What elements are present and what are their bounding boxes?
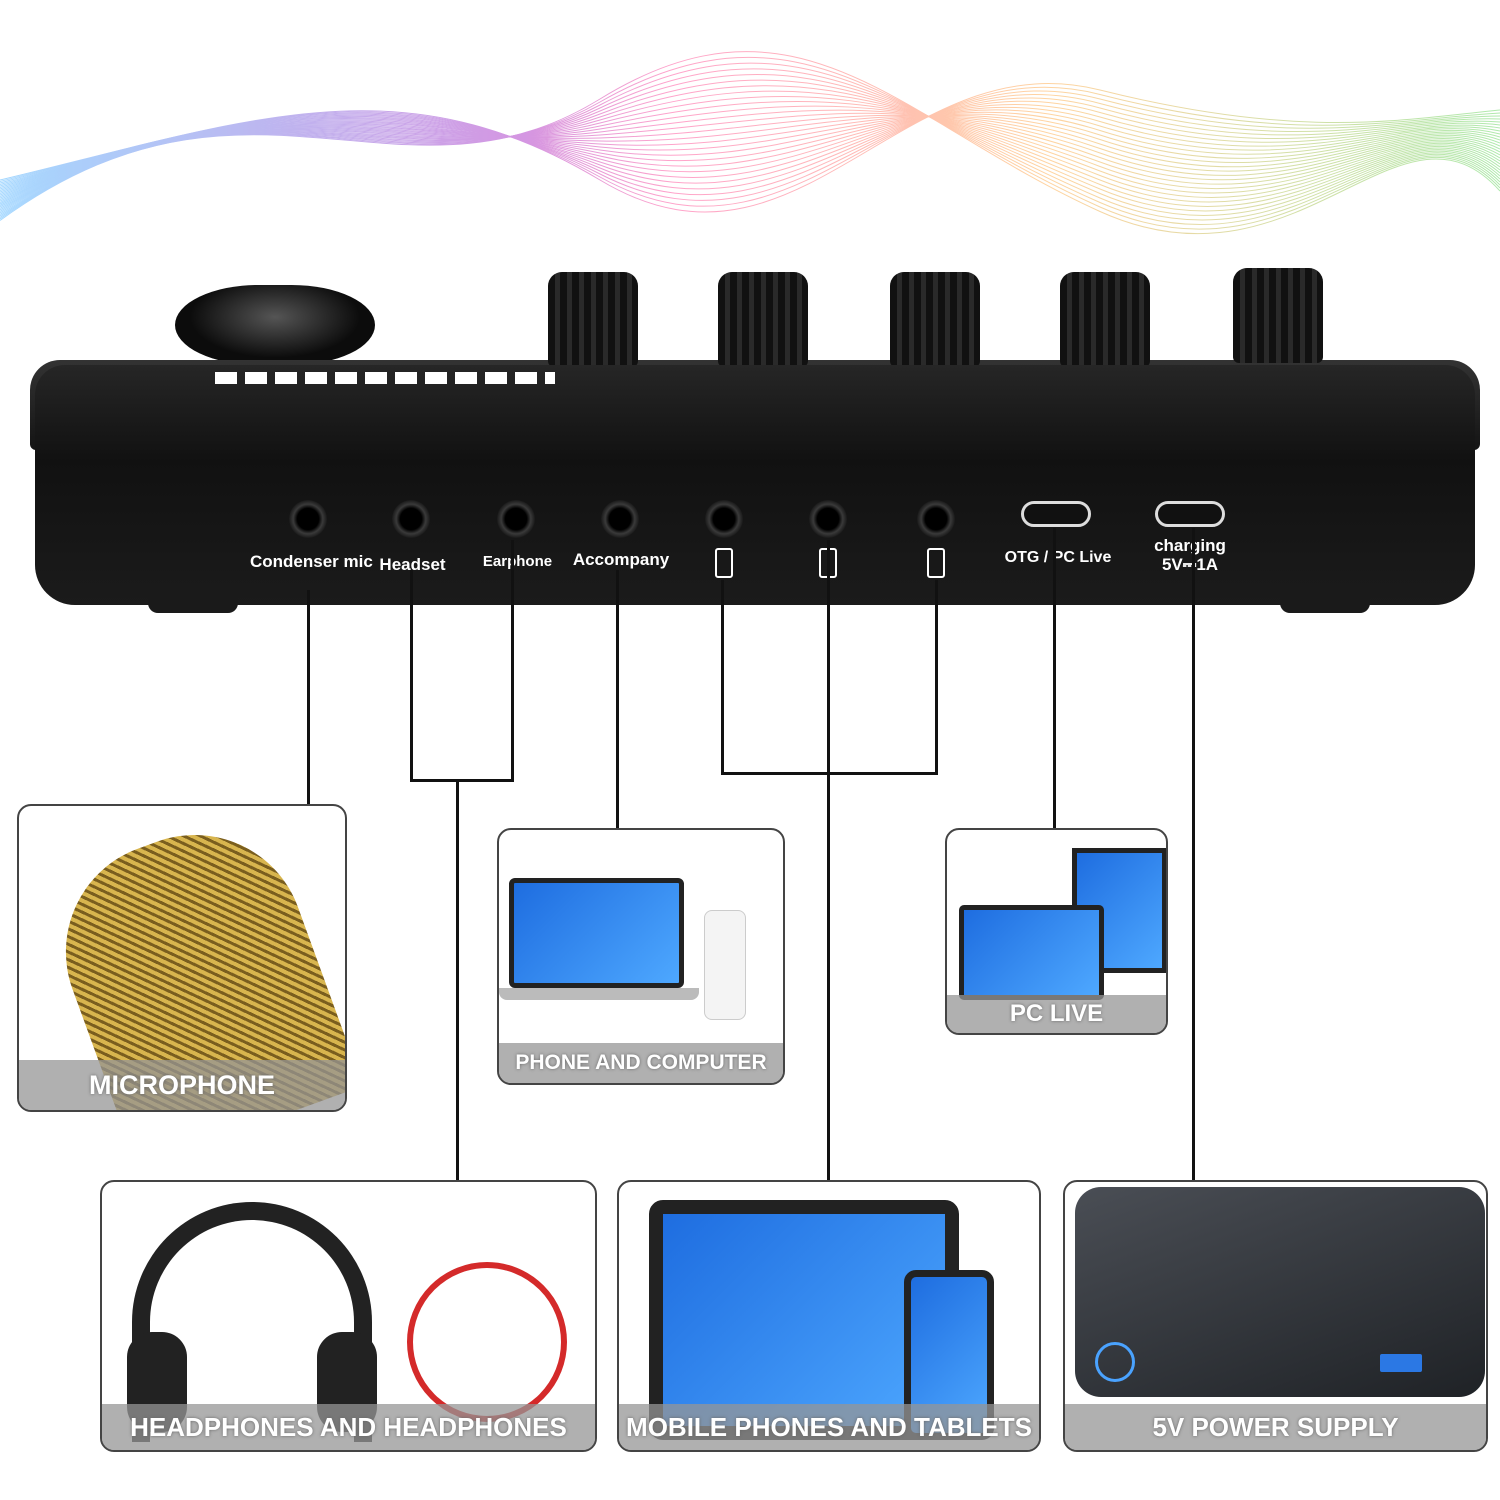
earphone-jack[interactable] xyxy=(497,500,535,538)
connector-line xyxy=(616,570,619,828)
wave-line xyxy=(0,109,1500,205)
connector-line xyxy=(410,570,413,782)
wave-line xyxy=(0,103,1500,190)
wave-line xyxy=(0,79,1500,214)
caption: MOBILE PHONES AND TABLETS xyxy=(619,1404,1039,1450)
connector-line xyxy=(307,590,310,805)
master-volume-knob[interactable] xyxy=(175,285,375,365)
port-label-otg: OTG / PC Live xyxy=(1004,549,1112,566)
laptop-base xyxy=(499,988,699,1000)
caption: PHONE AND COMPUTER xyxy=(499,1043,783,1083)
laptop-image xyxy=(959,905,1104,1000)
knob[interactable] xyxy=(718,272,808,367)
device-foot xyxy=(148,595,238,613)
device-foot xyxy=(1280,595,1370,613)
caption: 5V POWER SUPPLY xyxy=(1065,1404,1486,1450)
wave-line xyxy=(0,95,1500,209)
microphone-box: MICROPHONE xyxy=(17,804,347,1112)
wave-line xyxy=(0,73,1500,216)
wave-line xyxy=(0,62,1500,225)
wave-line xyxy=(0,97,1500,190)
power-button-icon xyxy=(1095,1342,1135,1382)
connector-line xyxy=(1053,528,1056,828)
caption: PC LIVE xyxy=(947,995,1166,1033)
sound-wave-decoration xyxy=(0,51,1500,235)
knob[interactable] xyxy=(890,272,980,367)
wave-line xyxy=(0,85,1500,212)
wave-line xyxy=(0,113,1500,196)
wave-line xyxy=(0,114,1500,202)
wave-line xyxy=(0,111,1500,194)
laptop-image xyxy=(509,878,684,988)
wave-line xyxy=(0,90,1500,201)
port-label-condenser-mic: Condenser mic xyxy=(250,552,373,571)
port-label-headset: Headset xyxy=(379,555,446,574)
phone-jack-2[interactable] xyxy=(809,500,847,538)
caption: MICROPHONE xyxy=(19,1060,345,1110)
wave-line xyxy=(0,83,1500,213)
knob[interactable] xyxy=(548,272,638,367)
wave-line xyxy=(0,105,1500,206)
wave-line xyxy=(0,115,1500,197)
wave-line xyxy=(0,68,1500,221)
mobile-tablets-box: MOBILE PHONES AND TABLETS xyxy=(617,1180,1041,1452)
phone-jack-3[interactable] xyxy=(917,500,955,538)
wave-line xyxy=(0,100,1500,188)
knob[interactable] xyxy=(1060,272,1150,367)
accompany-jack[interactable] xyxy=(601,500,639,538)
usb-a-port-icon xyxy=(1380,1354,1422,1372)
charging-text: charging xyxy=(1154,536,1226,555)
charging-spec: 5V⎓1A xyxy=(1161,555,1219,574)
connector-line xyxy=(827,540,830,1181)
knob[interactable] xyxy=(1233,268,1323,363)
phone-jack-1[interactable] xyxy=(705,500,743,538)
connector-line xyxy=(456,779,459,1181)
headphones-box: HEADPHONES AND HEADPHONES xyxy=(100,1180,597,1452)
wave-line xyxy=(0,86,1500,207)
wave-line xyxy=(0,109,1500,193)
wave-line xyxy=(0,100,1500,208)
pc-live-box: PC LIVE xyxy=(945,828,1168,1035)
earphones-image xyxy=(407,1262,567,1422)
headset-jack[interactable] xyxy=(392,500,430,538)
connector-line xyxy=(721,772,938,775)
connector-line xyxy=(721,580,724,775)
connector-line xyxy=(410,779,514,782)
phone-icon xyxy=(927,548,945,578)
caption: HEADPHONES AND HEADPHONES xyxy=(102,1404,595,1450)
wave-line xyxy=(0,115,1500,199)
power-bank-image xyxy=(1075,1187,1485,1397)
led-indicator-bar xyxy=(215,372,555,384)
wave-line xyxy=(0,56,1500,230)
wave-line xyxy=(0,112,1500,203)
sound-card-front xyxy=(35,365,1475,605)
wave-line xyxy=(0,90,1500,211)
wave-line xyxy=(0,106,1500,191)
condenser-mic-jack[interactable] xyxy=(289,500,327,538)
port-label-earphone: Earphone xyxy=(482,553,553,570)
otg-usb-c-port[interactable] xyxy=(1021,501,1091,527)
connector-line xyxy=(1192,528,1195,1181)
phone-icon xyxy=(715,548,733,578)
connector-line xyxy=(935,580,938,775)
port-label-accompany: Accompany xyxy=(572,550,670,569)
connector-line xyxy=(511,540,514,782)
wave-line xyxy=(0,115,1500,200)
wave-line xyxy=(0,51,1500,235)
wave-line xyxy=(0,94,1500,196)
power-supply-box: 5V POWER SUPPLY xyxy=(1063,1180,1488,1452)
phone-image xyxy=(704,910,746,1020)
charging-usb-c-port[interactable] xyxy=(1155,501,1225,527)
phone-computer-box: PHONE AND COMPUTER xyxy=(497,828,785,1085)
